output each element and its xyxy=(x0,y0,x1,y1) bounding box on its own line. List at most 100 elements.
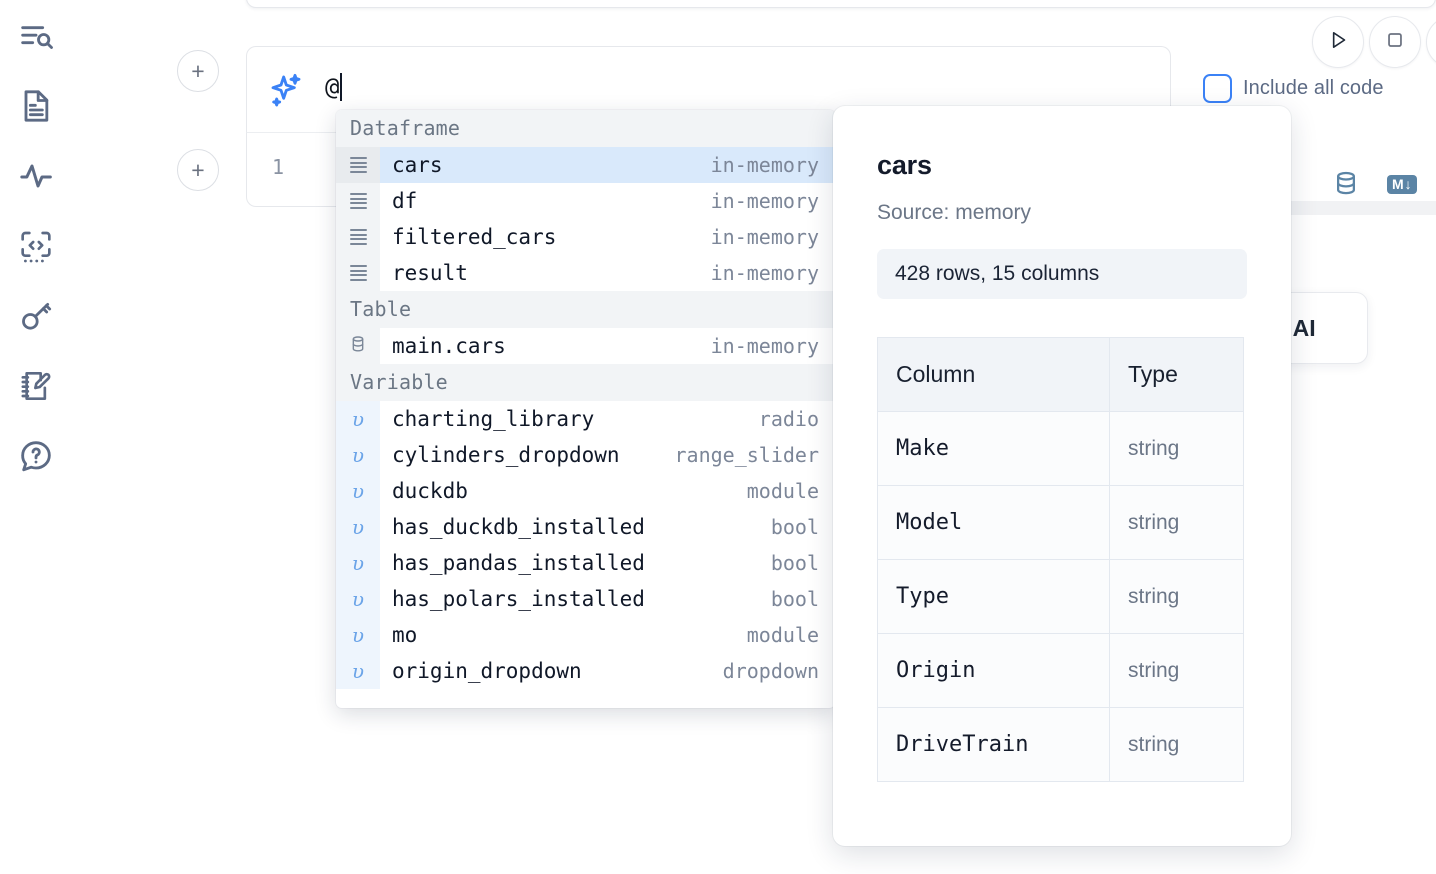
completion-item-icon: υ xyxy=(336,617,380,653)
key-icon xyxy=(16,296,56,336)
more-actions-button[interactable] xyxy=(1426,16,1436,68)
completion-item-main.cars[interactable]: main.cars in-memory xyxy=(336,328,835,364)
completion-item-type: in-memory xyxy=(710,261,819,285)
table-header-row: Column Type xyxy=(877,337,1244,412)
completion-item-has_pandas_installed[interactable]: υ has_pandas_installed bool xyxy=(336,545,835,581)
completion-item-type: bool xyxy=(770,551,819,575)
completion-section-header: Table xyxy=(336,291,835,328)
completion-item-name: charting_library xyxy=(392,407,595,431)
markdown-icon[interactable]: M ↓ xyxy=(1387,174,1417,194)
completion-item-type: range_slider xyxy=(674,443,820,467)
sidebar-item-explore[interactable] xyxy=(14,14,58,58)
preview-stats-badge: 428 rows, 15 columns xyxy=(877,249,1247,299)
sidebar-item-activity[interactable] xyxy=(14,154,58,198)
completion-item-name: filtered_cars xyxy=(392,225,557,249)
sidebar-item-notebook[interactable] xyxy=(14,84,58,128)
variable-icon: υ xyxy=(351,479,365,503)
add-cell-button-bottom[interactable]: + xyxy=(177,149,219,191)
completion-item-icon: υ xyxy=(336,401,380,437)
database-icon[interactable] xyxy=(1331,169,1361,199)
variable-icon: υ xyxy=(351,407,365,431)
completion-item-icon: υ xyxy=(336,545,380,581)
code-snippet-icon xyxy=(16,226,56,266)
dataframe-rows-icon xyxy=(349,193,367,209)
completion-item-type: module xyxy=(746,623,819,647)
completion-item-icon xyxy=(336,219,380,255)
completion-item-charting_library[interactable]: υ charting_library radio xyxy=(336,401,835,437)
completion-item-icon xyxy=(336,147,380,183)
dataframe-rows-icon xyxy=(349,157,367,173)
preview-source: Source: memory xyxy=(877,201,1032,224)
stop-cell-button[interactable] xyxy=(1369,16,1421,68)
schema-column-name: Model xyxy=(877,485,1110,560)
sidebar-item-secrets[interactable] xyxy=(14,294,58,338)
include-all-code-label: Include all code xyxy=(1243,77,1384,99)
plus-icon: + xyxy=(191,156,205,183)
completion-item-type: in-memory xyxy=(710,225,819,249)
completion-section-header: Variable xyxy=(336,364,835,401)
completion-item-icon: υ xyxy=(336,437,380,473)
ai-sparkle-icon xyxy=(247,47,325,131)
variable-icon: υ xyxy=(351,515,365,539)
ai-prompt-value: @ xyxy=(325,73,340,101)
schema-column-name: Type xyxy=(877,559,1110,634)
text-caret xyxy=(340,73,343,101)
previous-cell-partial xyxy=(246,0,1436,8)
dataframe-preview-panel: cars Source: memory 428 rows, 15 columns… xyxy=(833,106,1291,846)
left-sidebar xyxy=(0,0,72,874)
schema-column-type: string xyxy=(1109,707,1244,782)
include-all-code-row[interactable]: Include all code xyxy=(1203,74,1384,103)
completion-item-icon: υ xyxy=(336,653,380,689)
sidebar-item-snippets[interactable] xyxy=(14,224,58,268)
run-cell-button[interactable] xyxy=(1312,16,1364,68)
completion-item-type: in-memory xyxy=(710,189,819,213)
variable-icon: υ xyxy=(351,659,365,683)
notebook-pencil-icon xyxy=(16,366,56,406)
dataframe-rows-icon xyxy=(349,229,367,245)
completion-item-name: main.cars xyxy=(392,334,506,358)
help-chat-icon xyxy=(16,436,56,476)
add-cell-button-top[interactable]: + xyxy=(177,50,219,92)
completion-item-type: radio xyxy=(758,407,819,431)
completion-item-filtered_cars[interactable]: filtered_cars in-memory xyxy=(336,219,835,255)
include-all-code-checkbox[interactable] xyxy=(1203,74,1232,103)
header-type: Type xyxy=(1109,337,1244,412)
sidebar-item-help[interactable] xyxy=(14,434,58,478)
completion-item-type: in-memory xyxy=(710,334,819,358)
schema-column-name: Make xyxy=(877,411,1110,486)
markdown-badge-label: M xyxy=(1392,175,1404,192)
completion-item-type: dropdown xyxy=(722,659,819,683)
completion-item-df[interactable]: df in-memory xyxy=(336,183,835,219)
completion-section-header: Dataframe xyxy=(336,110,835,147)
completion-item-name: duckdb xyxy=(392,479,468,503)
completion-item-name: has_pandas_installed xyxy=(392,551,645,575)
schema-column-name: Origin xyxy=(877,633,1110,708)
completion-item-icon xyxy=(336,183,380,219)
variable-icon: υ xyxy=(351,551,365,575)
variable-icon: υ xyxy=(351,587,365,611)
header-column: Column xyxy=(877,337,1110,412)
sidebar-item-scratchpad[interactable] xyxy=(14,364,58,408)
arrow-down-glyph: ↓ xyxy=(1404,175,1412,192)
variable-icon: υ xyxy=(351,623,365,647)
document-icon xyxy=(16,86,56,126)
ai-prompt-input[interactable]: @ xyxy=(325,47,1170,131)
completion-item-result[interactable]: result in-memory xyxy=(336,255,835,291)
completion-item-name: df xyxy=(392,189,418,213)
completion-item-name: has_polars_installed xyxy=(392,587,645,611)
completion-item-name: result xyxy=(392,261,468,285)
schema-column-type: string xyxy=(1109,485,1244,560)
